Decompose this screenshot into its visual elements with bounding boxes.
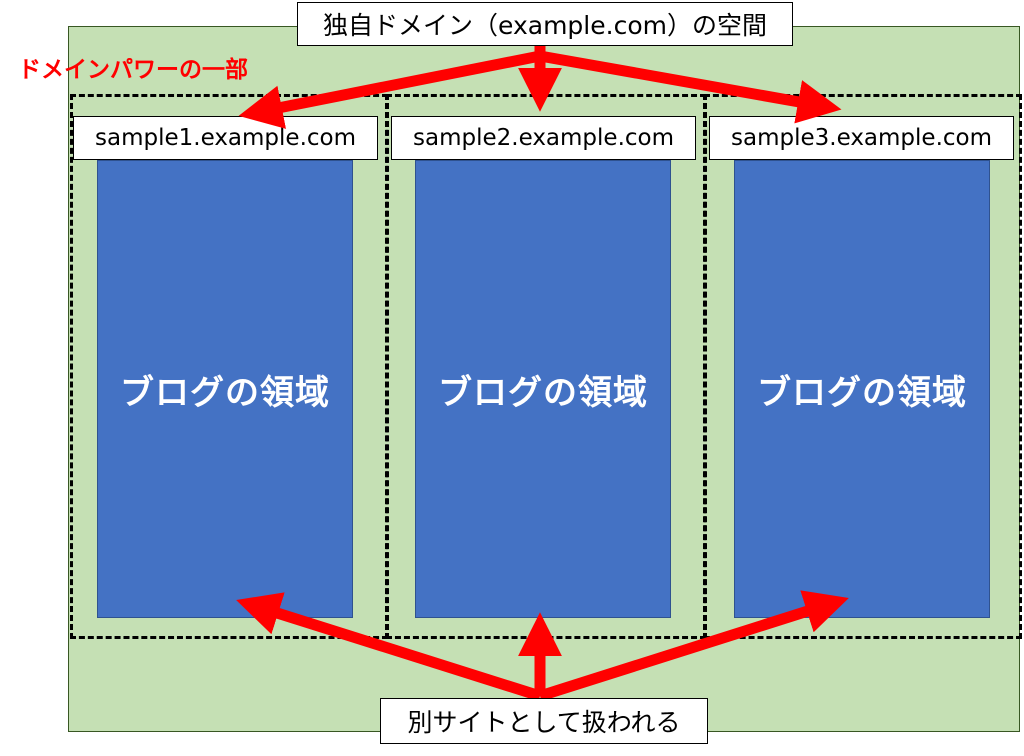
blog-area-2: ブログの領域	[415, 160, 671, 618]
blog-area-3: ブログの領域	[734, 160, 990, 618]
arrow-top-left	[238, 50, 542, 129]
arrow-bottom-right	[538, 590, 849, 702]
domain-space-label: 独自ドメイン（example.com）の空間	[297, 2, 793, 46]
subdomain-label-3: sample3.example.com	[709, 116, 1014, 160]
blog-area-label: ブログの領域	[438, 372, 648, 413]
separate-site-label: 別サイトとして扱われる	[380, 698, 708, 744]
blog-area-label: ブログの領域	[757, 372, 967, 413]
blog-area-1: ブログの領域	[97, 160, 353, 618]
blog-area-label: ブログの領域	[120, 372, 330, 413]
arrow-top-right	[539, 50, 842, 124]
site-frame-3	[704, 94, 1022, 639]
arrow-bottom-left	[236, 592, 542, 702]
domain-power-label: ドメインパワーの一部	[18, 57, 248, 83]
subdomain-label-2: sample2.example.com	[391, 116, 696, 160]
subdomain-label-1: sample1.example.com	[73, 116, 378, 160]
